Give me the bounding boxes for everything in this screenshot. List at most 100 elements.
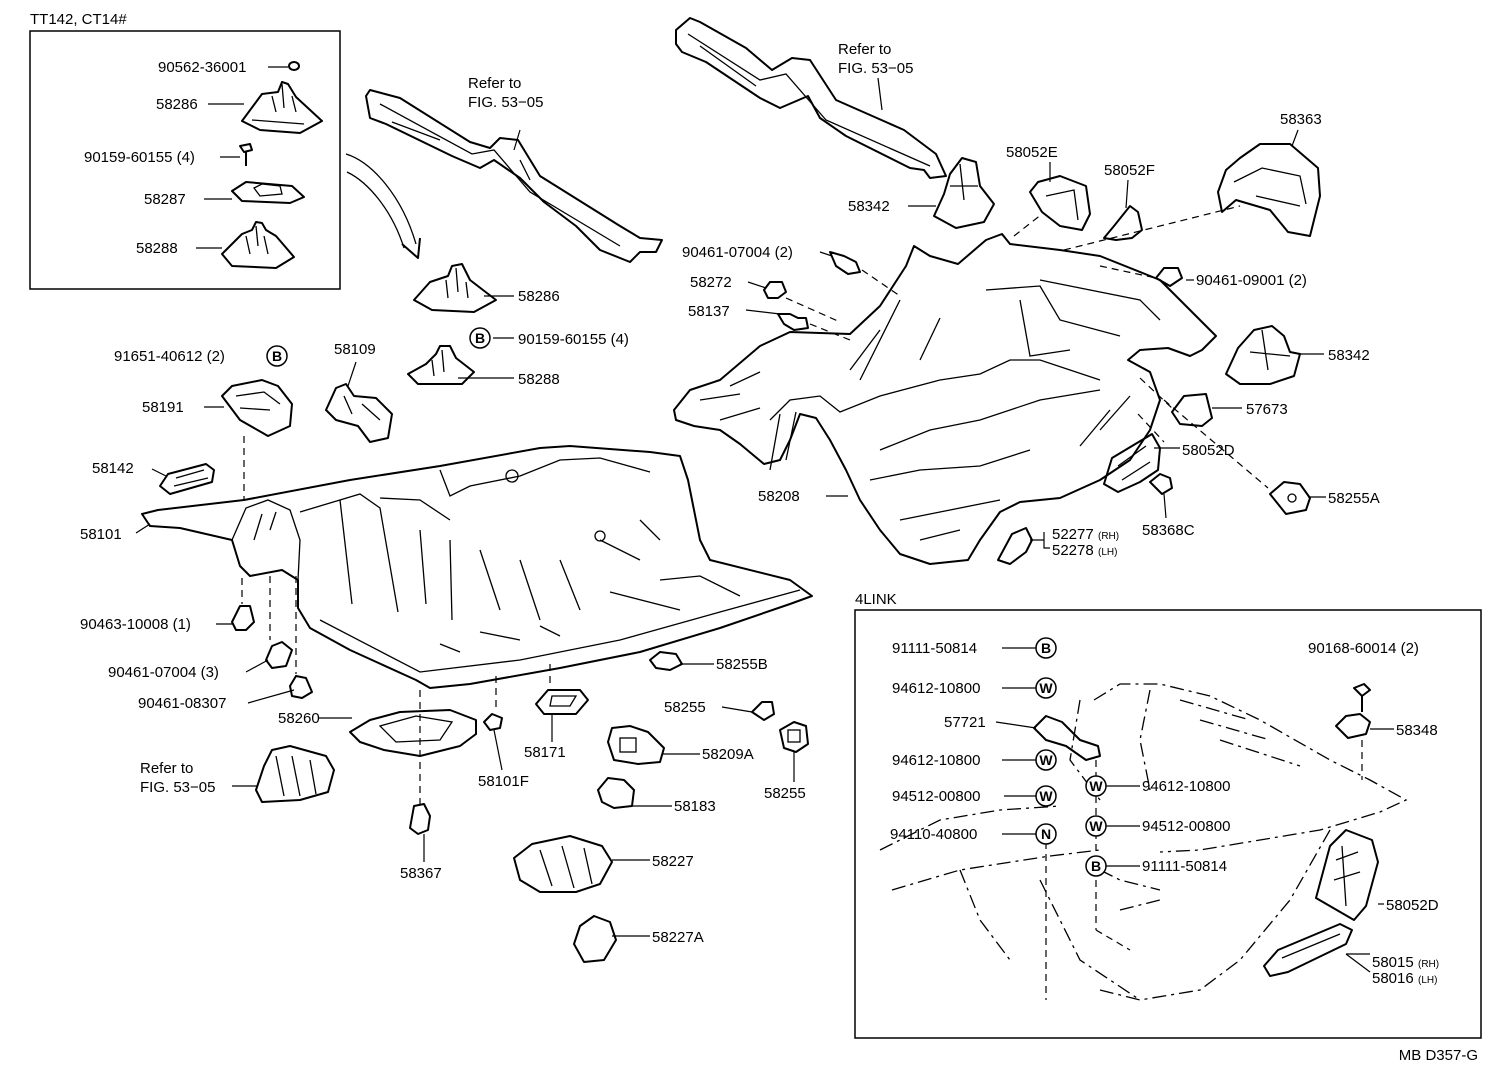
label-58255A: 58255A — [1328, 490, 1380, 507]
label-58101: 58101 — [80, 526, 122, 543]
label-58052E: 58052E — [1006, 144, 1058, 161]
label-90461-09001: 90461-09001 (2) — [1196, 272, 1307, 289]
label-57721: 57721 — [944, 714, 986, 731]
label-58272: 58272 — [690, 274, 732, 291]
svg-text:W: W — [1039, 788, 1053, 804]
label-58208: 58208 — [758, 488, 800, 505]
svg-text:B: B — [272, 348, 282, 364]
ref-note-2-line2: FIG. 53−05 — [838, 60, 913, 77]
label-57673: 57673 — [1246, 401, 1288, 418]
label-58255-a: 58255 — [664, 699, 706, 716]
label-58367: 58367 — [400, 865, 442, 882]
svg-text:W: W — [1089, 818, 1103, 834]
label-94612-10800-c: 94612-10800 — [1142, 778, 1230, 795]
label-94612-10800-a: 94612-10800 — [892, 680, 980, 697]
label-58260: 58260 — [278, 710, 320, 727]
crossmember-top — [675, 17, 947, 179]
label-58137: 58137 — [688, 303, 730, 320]
link4-parts — [879, 683, 1408, 1001]
label-91651-40612: 91651-40612 (2) — [114, 348, 225, 365]
inset-frame-tt142 — [29, 30, 341, 290]
label-58052D-b: 58052D — [1386, 897, 1439, 914]
label-58255B: 58255B — [716, 656, 768, 673]
label-58342-b: 58342 — [1328, 347, 1370, 364]
arrow-head — [401, 237, 421, 259]
label-58363: 58363 — [1280, 111, 1322, 128]
label-91111-50814-b: 91111-50814 — [1142, 858, 1227, 875]
inset-frame-4link — [854, 609, 1482, 1039]
label-58342-a: 58342 — [848, 198, 890, 215]
crossmember-left — [365, 89, 663, 263]
symbol-b-1: B — [266, 345, 288, 367]
label-90463-10008: 90463-10008 (1) — [80, 616, 191, 633]
ref-note-1-line1: Refer to — [468, 75, 521, 92]
label-94512-00800-a: 94512-00800 — [892, 788, 980, 805]
label-58183: 58183 — [674, 798, 716, 815]
label-52277: 52277 — [1052, 526, 1094, 543]
symbol-w-1: W — [1035, 677, 1057, 699]
svg-text:N: N — [1041, 826, 1051, 842]
dashed-leaders — [241, 205, 1363, 1000]
curved-arrow — [345, 153, 417, 249]
label-58209A: 58209A — [702, 746, 754, 763]
label-52278-lh: (LH) — [1098, 547, 1117, 558]
label-58368C: 58368C — [1142, 522, 1195, 539]
label-58015-rh: (RH) — [1418, 959, 1439, 970]
svg-text:W: W — [1039, 752, 1053, 768]
label-58286-a: 58286 — [156, 96, 198, 113]
symbol-w-4: W — [1085, 775, 1107, 797]
mid-left-parts — [159, 263, 497, 495]
ref-note-1-line2: FIG. 53−05 — [468, 94, 543, 111]
label-58191: 58191 — [142, 399, 184, 416]
label-52277-rh: (RH) — [1098, 531, 1119, 542]
label-90159-60155-a: 90159-60155 (4) — [84, 149, 195, 166]
label-58255-b: 58255 — [764, 785, 806, 802]
label-58101F: 58101F — [478, 773, 529, 790]
symbol-b-2: B — [469, 327, 491, 349]
symbol-n-1: N — [1035, 823, 1057, 845]
label-58142: 58142 — [92, 460, 134, 477]
label-58286-b: 58286 — [518, 288, 560, 305]
drawing-code: MB D357-G — [1399, 1047, 1478, 1064]
label-90461-07004-b: 90461-07004 (2) — [682, 244, 793, 261]
label-58015: 58015 — [1372, 954, 1414, 971]
symbol-b-4: B — [1085, 855, 1107, 877]
group-title-4link: 4LINK — [855, 591, 897, 608]
floor-pan-rear — [673, 233, 1217, 565]
right-parts — [763, 143, 1321, 565]
symbol-w-2: W — [1035, 749, 1057, 771]
label-91111-50814-a: 91111-50814 — [892, 640, 977, 657]
label-94612-10800-b: 94612-10800 — [892, 752, 980, 769]
label-58171: 58171 — [524, 744, 566, 761]
label-90461-07004-a: 90461-07004 (3) — [108, 664, 219, 681]
svg-text:W: W — [1039, 680, 1053, 696]
label-58016-lh: (LH) — [1418, 975, 1437, 986]
label-58288-b: 58288 — [518, 371, 560, 388]
label-58227: 58227 — [652, 853, 694, 870]
label-58109: 58109 — [334, 341, 376, 358]
label-90168-60014: 90168-60014 (2) — [1308, 640, 1419, 657]
label-90562-36001: 90562-36001 — [158, 59, 246, 76]
label-90159-60155-b: 90159-60155 (4) — [518, 331, 629, 348]
symbol-w-3: W — [1035, 785, 1057, 807]
label-58052F: 58052F — [1104, 162, 1155, 179]
label-58227A: 58227A — [652, 929, 704, 946]
ref-note-3-line2: FIG. 53−05 — [140, 779, 215, 796]
label-58287: 58287 — [144, 191, 186, 208]
symbol-b-3: B — [1035, 637, 1057, 659]
label-58348: 58348 — [1396, 722, 1438, 739]
label-90461-08307: 90461-08307 — [138, 695, 226, 712]
ref-note-2-line1: Refer to — [838, 41, 891, 58]
inset-parts — [221, 61, 323, 269]
svg-text:B: B — [475, 330, 485, 346]
group-title-tt142: TT142, CT14# — [30, 11, 127, 28]
solid-leaders — [135, 66, 1394, 973]
ref-note-3-line1: Refer to — [140, 760, 193, 777]
label-58016: 58016 — [1372, 970, 1414, 987]
floor-pan-front — [141, 445, 813, 689]
label-94110-40800: 94110-40800 — [890, 826, 977, 843]
svg-text:W: W — [1089, 778, 1103, 794]
label-94512-00800-b: 94512-00800 — [1142, 818, 1230, 835]
label-58052D-a: 58052D — [1182, 442, 1235, 459]
